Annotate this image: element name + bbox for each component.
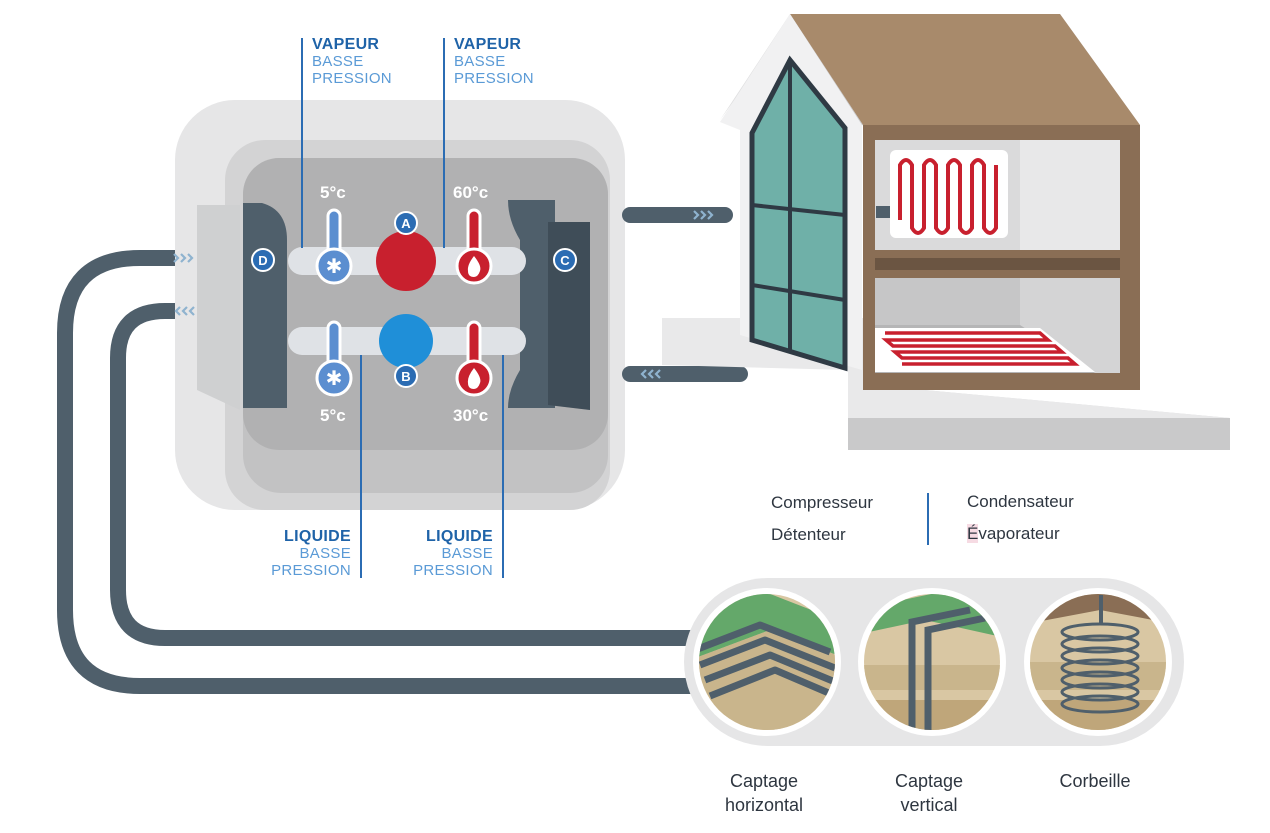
callout-lines bbox=[301, 38, 504, 578]
captage-horizontal-illustration bbox=[693, 588, 841, 736]
legend-item-evaporateur: Évaporateur bbox=[967, 518, 1074, 550]
thermometer-cold-bottom: ✱ bbox=[315, 320, 353, 397]
radiator-coil bbox=[898, 158, 998, 235]
flame-icon bbox=[467, 368, 481, 389]
corbeille-illustration bbox=[1024, 588, 1172, 736]
label-line1: BASSE bbox=[454, 53, 506, 70]
label-line2: PRESSION bbox=[312, 70, 392, 87]
legend-item-compresseur: Compresseur bbox=[771, 493, 874, 512]
thermometer-hot-top bbox=[455, 208, 493, 285]
glass-facade bbox=[752, 60, 845, 368]
label-line2: PRESSION bbox=[271, 562, 351, 579]
label-liquide-right: LIQUIDE BASSE PRESSION bbox=[393, 528, 493, 579]
label-vapeur-right: VAPEUR BASSE PRESSION bbox=[454, 36, 534, 87]
thermometer-hot-bottom bbox=[455, 320, 493, 397]
caption-captage-horizontal: Captage horizontal bbox=[694, 769, 834, 817]
label-line1: BASSE bbox=[441, 545, 493, 562]
house bbox=[662, 14, 1230, 450]
temperature-top-right: 60°c bbox=[453, 183, 489, 202]
label-liquide-left: LIQUIDE BASSE PRESSION bbox=[251, 528, 351, 579]
label-line2: PRESSION bbox=[413, 562, 493, 579]
temperature-top-left: 5°c bbox=[320, 183, 346, 202]
label-title: VAPEUR bbox=[454, 36, 522, 53]
temperature-bottom-left: 5°c bbox=[320, 406, 346, 425]
caption-line2: vertical bbox=[900, 795, 958, 815]
legend-column-1: Compresseur Détenteur bbox=[771, 487, 873, 551]
temperature-bottom-right: 30°c bbox=[453, 406, 489, 425]
snowflake-icon: ✱ bbox=[326, 254, 343, 278]
roof bbox=[790, 14, 1140, 125]
svg-text:C: C bbox=[560, 253, 570, 268]
badge-a: A bbox=[394, 211, 418, 235]
caption-line1: Corbeille bbox=[1059, 771, 1131, 791]
expander-b bbox=[379, 314, 433, 368]
label-title: VAPEUR bbox=[312, 36, 380, 53]
caption-captage-vertical: Captage vertical bbox=[859, 769, 999, 817]
badge-c: C bbox=[553, 248, 577, 272]
caption-line2: horizontal bbox=[724, 795, 804, 815]
exchanger-c bbox=[508, 200, 555, 408]
label-line1: BASSE bbox=[299, 545, 351, 562]
caption-corbeille: Corbeille bbox=[1025, 769, 1165, 793]
caption-line1: Captage bbox=[729, 771, 799, 791]
badge-d: D bbox=[251, 248, 275, 272]
label-title: LIQUIDE bbox=[426, 528, 493, 545]
svg-text:A: A bbox=[401, 216, 411, 231]
compressor-a bbox=[376, 231, 436, 291]
label-line2: PRESSION bbox=[454, 70, 534, 87]
svg-text:B: B bbox=[401, 369, 410, 384]
thermometer-cold-top: ✱ bbox=[315, 208, 353, 285]
ground-loop-pipes bbox=[57, 250, 708, 694]
legend-item-evaporateur-rest: vaporateur bbox=[978, 524, 1060, 543]
legend-item-detenteur: Détenteur bbox=[771, 525, 846, 544]
badge-b: B bbox=[394, 364, 418, 388]
label-vapeur-left: VAPEUR BASSE PRESSION bbox=[312, 36, 392, 87]
captage-vertical-illustration bbox=[858, 588, 1006, 736]
label-title: LIQUIDE bbox=[284, 528, 351, 545]
caption-line1: Captage bbox=[894, 771, 964, 791]
snowflake-icon: ✱ bbox=[326, 366, 343, 390]
legend-column-2: Condensateur Évaporateur bbox=[967, 486, 1074, 550]
highlighted-letter: É bbox=[967, 524, 979, 543]
flame-icon bbox=[467, 256, 481, 277]
svg-text:D: D bbox=[258, 253, 267, 268]
flow-chevrons bbox=[173, 210, 714, 379]
exchanger-d bbox=[243, 203, 287, 408]
legend-item-condensateur: Condensateur bbox=[967, 492, 1074, 511]
label-line1: BASSE bbox=[312, 53, 364, 70]
